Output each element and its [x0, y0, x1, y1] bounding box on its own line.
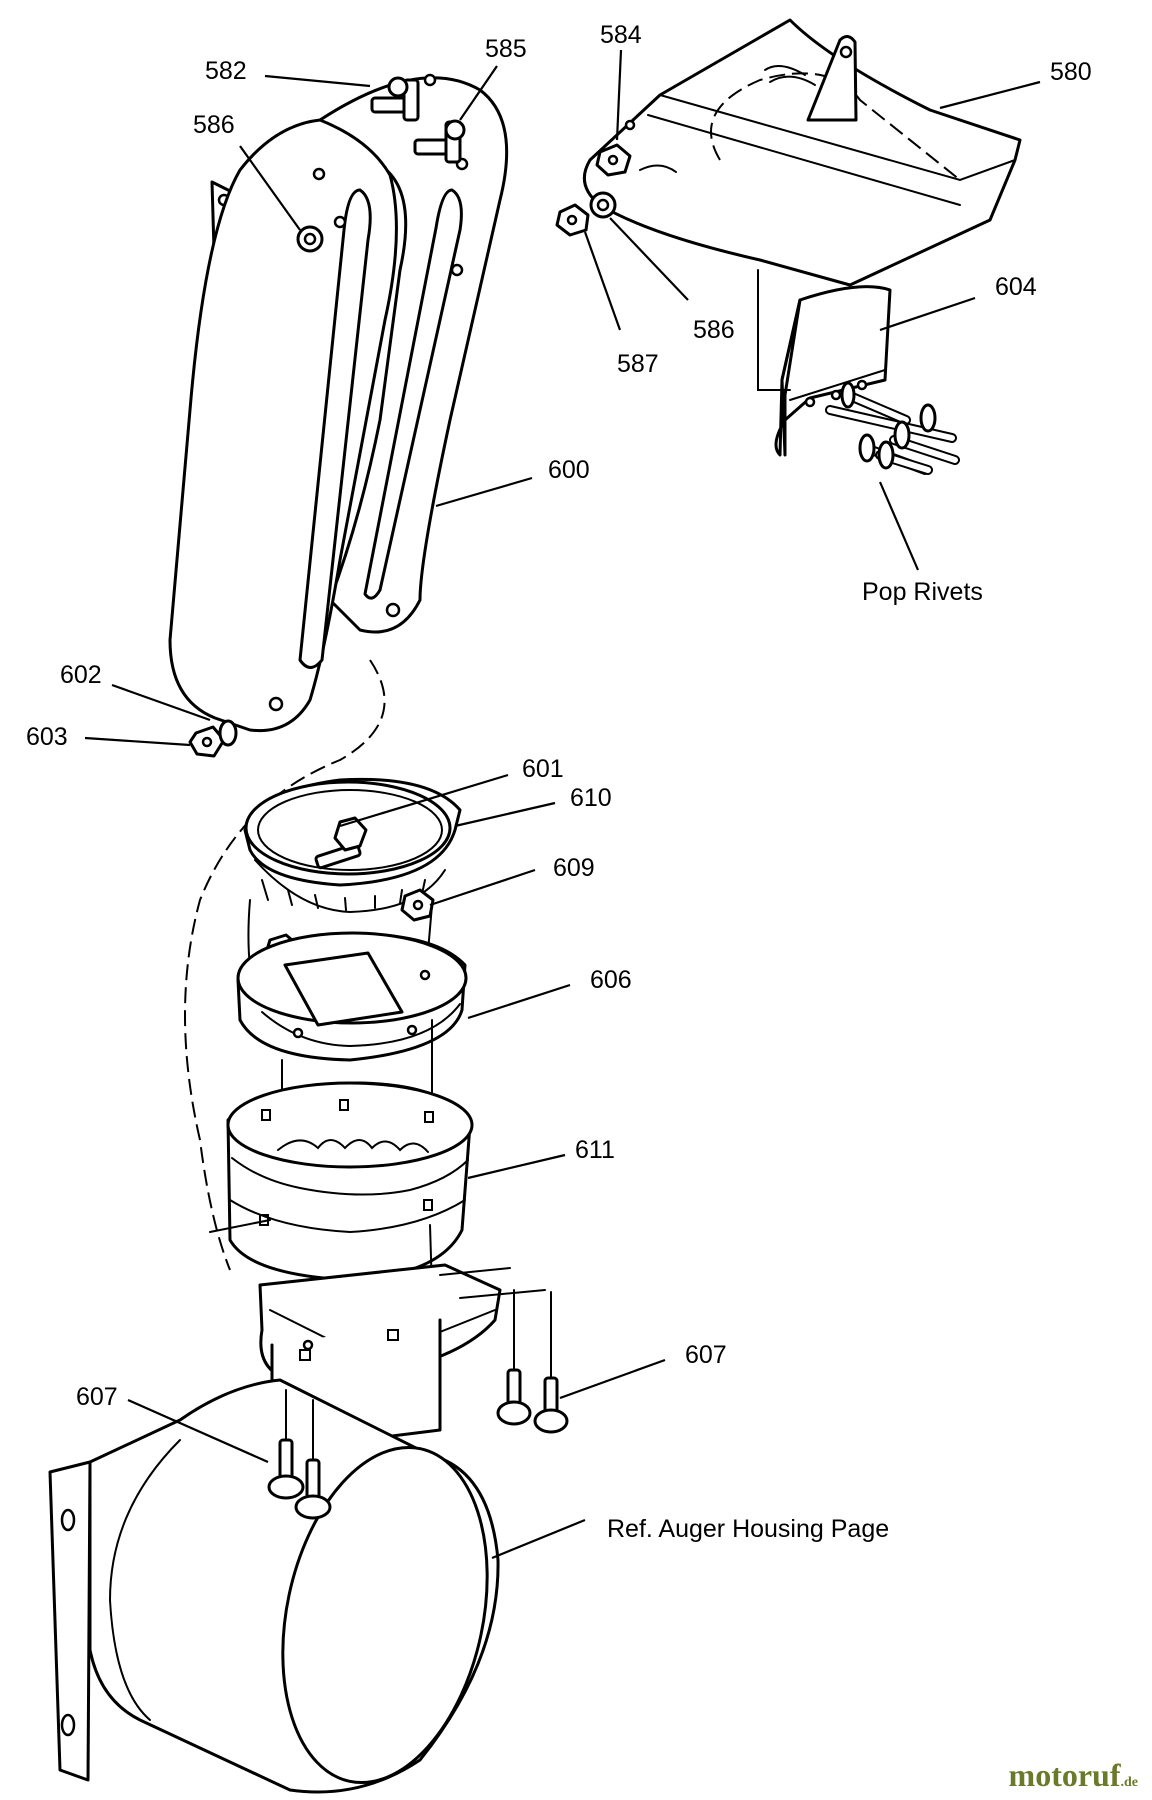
label-587: 587 — [617, 350, 659, 378]
label-584: 584 — [600, 21, 642, 49]
bolt-582 — [370, 76, 420, 122]
leader-lines — [84, 49, 1041, 1560]
label-586-right: 586 — [693, 316, 735, 344]
watermark-brand: motoruf — [1008, 1757, 1121, 1793]
label-586-left: 586 — [193, 111, 235, 139]
bolt-607-b — [294, 1458, 332, 1520]
nut-587 — [555, 203, 590, 237]
nut-609 — [400, 888, 435, 922]
label-604: 604 — [995, 273, 1037, 301]
watermark-tld: .de — [1120, 1775, 1139, 1790]
label-pop-rivets: Pop Rivets — [862, 578, 983, 606]
label-580: 580 — [1050, 58, 1092, 86]
bolt-607-d — [533, 1376, 569, 1434]
gear-ring-611 — [226, 1081, 474, 1282]
label-610: 610 — [570, 784, 612, 812]
plate-606 — [236, 931, 468, 1062]
watermark-logo: motoruf.de — [1009, 1757, 1138, 1794]
label-607-right: 607 — [685, 1341, 727, 1369]
deflector-plate-604 — [757, 269, 892, 457]
label-585: 585 — [485, 35, 527, 63]
label-601: 601 — [522, 755, 564, 783]
label-600: 600 — [548, 456, 590, 484]
washer-586-left — [296, 225, 324, 253]
label-603: 603 — [26, 723, 68, 751]
label-609: 609 — [553, 854, 595, 882]
label-582: 582 — [205, 57, 247, 85]
label-606: 606 — [590, 966, 632, 994]
label-ref-auger-housing: Ref. Auger Housing Page — [607, 1515, 889, 1543]
washer-602 — [218, 719, 238, 747]
bolt-585 — [413, 119, 466, 164]
label-602: 602 — [60, 661, 102, 689]
chute-upper-part — [168, 73, 509, 733]
part-labels: 582 586 585 584 580 586 587 604 600 Pop … — [26, 21, 1092, 1543]
auger-housing-ref — [48, 1378, 500, 1794]
phantom-outline — [184, 659, 386, 1271]
deflector-580 — [582, 18, 1022, 287]
base-bracket — [258, 1263, 502, 1442]
label-611: 611 — [575, 1136, 615, 1164]
bolt-607-c — [496, 1368, 532, 1426]
nut-603 — [188, 725, 226, 758]
label-607-left: 607 — [76, 1383, 118, 1411]
nut-584 — [595, 143, 632, 177]
pop-rivets — [825, 381, 960, 475]
washer-586-right — [589, 191, 617, 219]
